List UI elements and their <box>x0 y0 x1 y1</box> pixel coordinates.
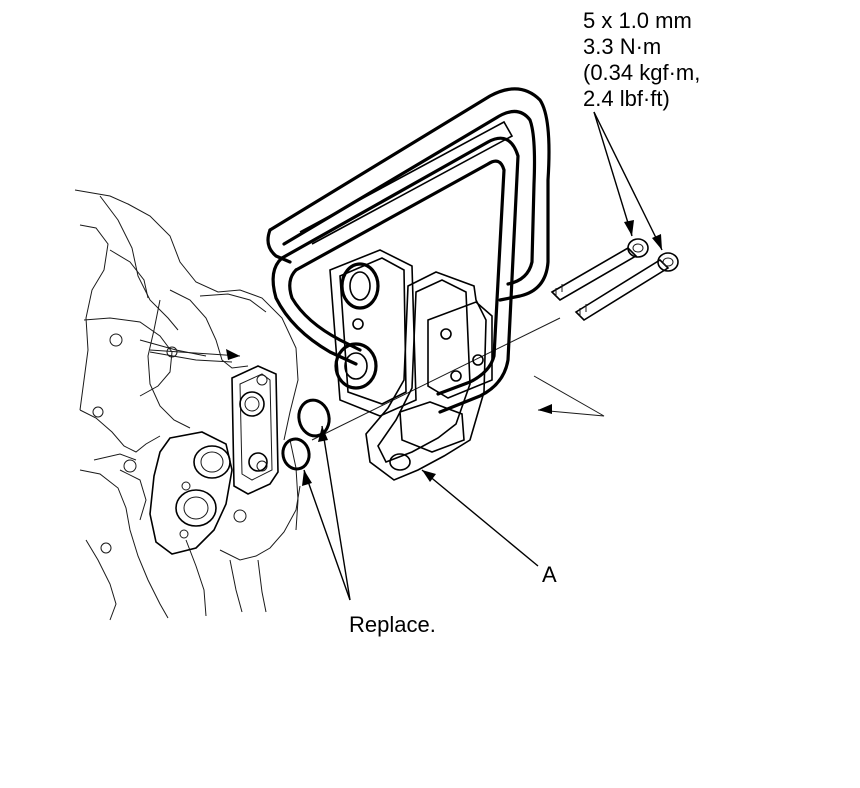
bolt-upper <box>550 238 649 302</box>
mounting-bracket-a <box>365 271 493 481</box>
pipe-loop-front <box>271 136 520 414</box>
replace-note: Replace. <box>349 612 436 637</box>
alignment-arrows <box>149 317 605 441</box>
pipe-block <box>329 249 417 417</box>
bolt-lower <box>574 252 679 322</box>
part-a-leader <box>421 469 539 567</box>
engine-mounting-pad <box>231 365 279 495</box>
replace-leaders <box>302 425 351 601</box>
pipe-loop-rear <box>266 87 551 302</box>
bolt-spec-leaders <box>593 111 663 251</box>
part-a-label: A <box>542 562 557 587</box>
bolt-spec-torque-nm: 3.3 N·m <box>583 34 661 59</box>
o-ring-lower <box>281 437 311 471</box>
o-ring-upper <box>297 398 331 438</box>
bolt-spec-size: 5 x 1.0 mm <box>583 8 692 33</box>
pipe-flange-engine-side <box>149 431 233 555</box>
bolt-spec-callout: 5 x 1.0 mm 3.3 N·m (0.34 kgf·m, 2.4 lbf·… <box>583 8 707 111</box>
bolt-spec-torque-kgfm: (0.34 kgf·m, <box>583 60 700 85</box>
bolt-spec-torque-lbfft: 2.4 lbf·ft) <box>583 86 670 111</box>
engine-housing <box>74 189 301 621</box>
